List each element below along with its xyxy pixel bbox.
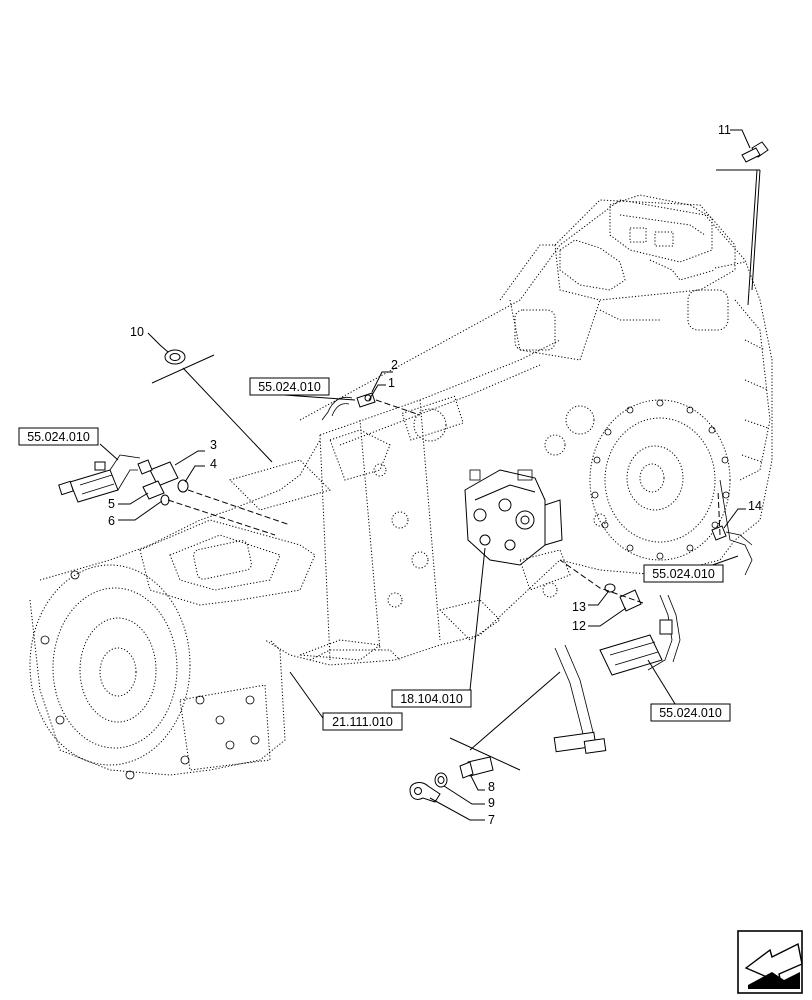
callout-2: 2 xyxy=(391,358,398,372)
ref-box-left[interactable]: 55.024.010 xyxy=(18,427,99,446)
ref-box-top[interactable]: 55.024.010 xyxy=(249,377,330,396)
callout-11: 11 xyxy=(718,123,731,137)
callout-1: 1 xyxy=(388,376,395,390)
ref-box-valve[interactable]: 18.104.010 xyxy=(391,689,472,708)
svg-text:55.024.010: 55.024.010 xyxy=(652,567,715,581)
transmission-housing-drawing xyxy=(264,194,773,666)
ref-box-housing[interactable]: 21.111.010 xyxy=(322,712,403,731)
next-page-arrow-icon[interactable] xyxy=(737,930,803,994)
svg-text:55.024.010: 55.024.010 xyxy=(258,380,321,394)
control-valve-drawing xyxy=(464,469,563,566)
switch-part-5-6 xyxy=(142,480,170,506)
leader-lines xyxy=(99,129,761,821)
bolt-part-11 xyxy=(741,141,769,163)
svg-text:55.024.010: 55.024.010 xyxy=(659,706,722,720)
ref-box-right-lower[interactable]: 55.024.010 xyxy=(650,703,731,722)
svg-text:55.024.010: 55.024.010 xyxy=(27,430,90,444)
svg-text:18.104.010: 18.104.010 xyxy=(400,692,463,706)
plug-part-10 xyxy=(164,349,186,365)
callout-4: 4 xyxy=(210,457,217,471)
callout-6: 6 xyxy=(108,514,115,528)
sensor-part-12-13 xyxy=(604,583,642,612)
eye-bolt-part-7-8-9 xyxy=(409,756,494,803)
callout-5: 5 xyxy=(108,497,115,511)
front-housing-drawing xyxy=(29,439,401,780)
callout-numbers: 11 10 2 1 3 4 5 6 14 13 12 8 9 7 xyxy=(108,123,762,827)
callout-13: 13 xyxy=(572,600,586,614)
switch-part-3-4 xyxy=(137,459,189,493)
sensor-part-14 xyxy=(711,525,753,546)
callout-7: 7 xyxy=(488,813,495,827)
callout-14: 14 xyxy=(748,499,762,513)
callout-12: 12 xyxy=(572,619,586,633)
callout-3: 3 xyxy=(210,438,217,452)
fitting-part-1-2 xyxy=(321,392,376,421)
harness-right xyxy=(553,594,681,754)
callout-8: 8 xyxy=(488,780,495,794)
callout-10: 10 xyxy=(130,325,144,339)
callout-9: 9 xyxy=(488,796,495,810)
ref-box-right-upper[interactable]: 55.024.010 xyxy=(643,564,724,583)
harness-left xyxy=(58,454,141,503)
svg-text:21.111.010: 21.111.010 xyxy=(332,715,393,729)
